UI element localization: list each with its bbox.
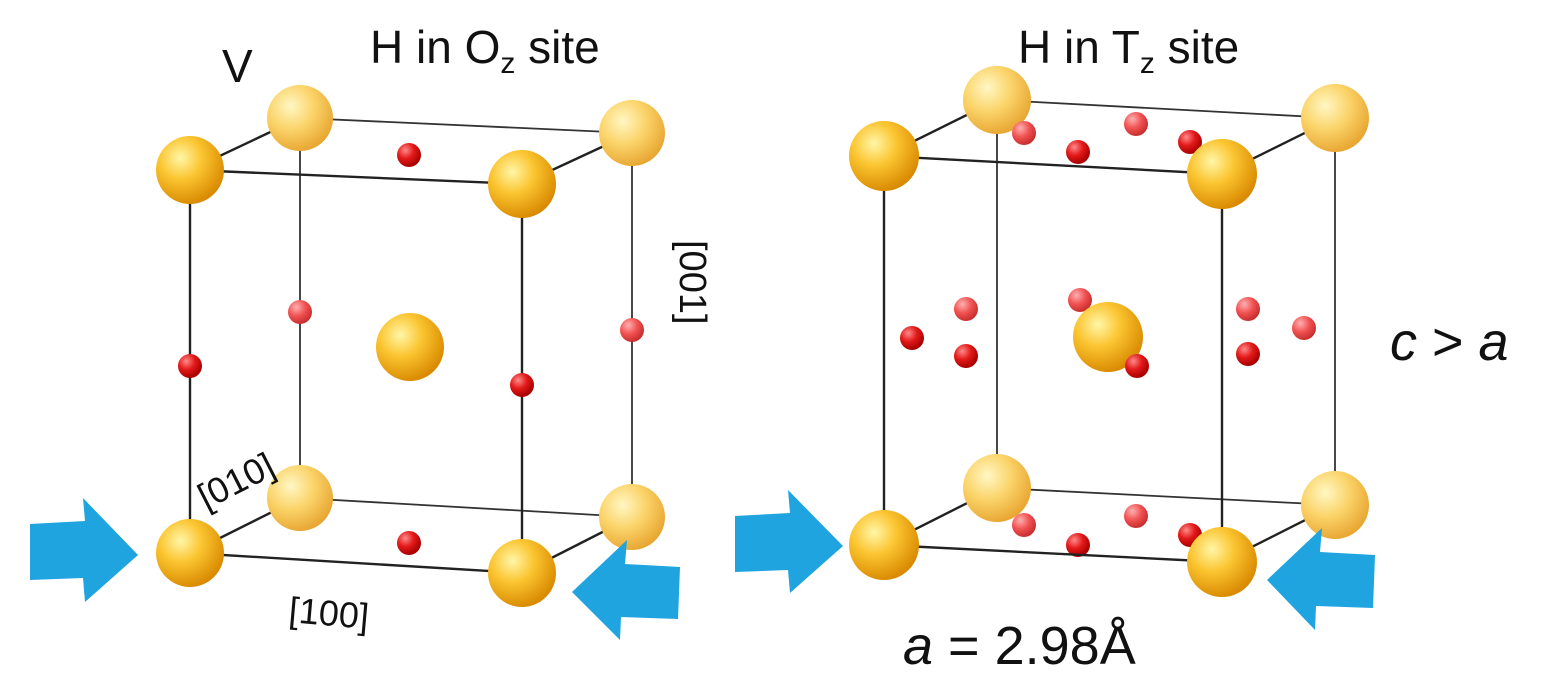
h-atom <box>178 354 202 378</box>
left-panel-title: H in Oz site <box>370 21 600 80</box>
h-atom <box>1066 140 1090 164</box>
left-cell-front-edges <box>188 168 524 575</box>
compression-arrow-left-b <box>572 540 680 640</box>
h-atom <box>954 297 978 321</box>
h-atom <box>288 300 312 324</box>
h-atom <box>900 326 924 350</box>
right-panel-title: H in Tz site <box>1018 21 1239 80</box>
compression-arrow-right-b <box>1267 528 1375 630</box>
h-atom <box>1066 533 1090 557</box>
h-atom <box>1068 288 1092 312</box>
left-unit-cell <box>156 85 665 607</box>
v-atom <box>849 510 919 580</box>
v-atom-label: V <box>222 40 253 92</box>
v-atom <box>156 136 224 204</box>
h-atom <box>1236 297 1260 321</box>
v-atom <box>1187 527 1257 597</box>
v-atom <box>963 454 1031 522</box>
right-cell-front-edges <box>882 154 1224 564</box>
v-atom-body-center <box>376 313 444 381</box>
h-atom <box>620 318 644 342</box>
right-unit-cell <box>849 66 1369 597</box>
h-atom <box>1292 316 1316 340</box>
v-atom-body-center <box>1073 302 1143 372</box>
direction-010-label: [010] <box>191 444 281 517</box>
h-atom <box>1124 112 1148 136</box>
v-atom <box>1301 84 1369 152</box>
v-atom <box>599 100 665 166</box>
lattice-parameter-label: a = 2.98Å <box>903 616 1136 676</box>
v-atom <box>267 85 333 151</box>
h-atom <box>397 531 421 555</box>
v-atom <box>1187 139 1257 209</box>
h-atom <box>1178 130 1202 154</box>
h-atom <box>1236 342 1260 366</box>
h-atom <box>1125 354 1149 378</box>
h-atom <box>1012 121 1036 145</box>
h-atom <box>510 373 534 397</box>
h-atom <box>1012 513 1036 537</box>
h-atom <box>954 344 978 368</box>
v-atom <box>156 519 224 587</box>
compression-arrow-left-a <box>30 498 138 602</box>
right-cell-back-edges <box>996 99 1336 506</box>
v-atom <box>488 539 556 607</box>
v-atom <box>267 465 333 531</box>
v-atom <box>488 150 556 218</box>
compression-arrow-right-a <box>735 490 843 593</box>
v-atom <box>963 66 1031 134</box>
lattice-ratio-label: c > a <box>1390 312 1509 372</box>
v-atom <box>849 121 919 191</box>
direction-100-label: [100] <box>287 589 370 637</box>
direction-001-label: [001] <box>671 240 713 325</box>
h-atom <box>1124 504 1148 528</box>
h-atom <box>397 143 421 167</box>
v-atom <box>599 484 665 550</box>
v-atom <box>1301 471 1369 539</box>
